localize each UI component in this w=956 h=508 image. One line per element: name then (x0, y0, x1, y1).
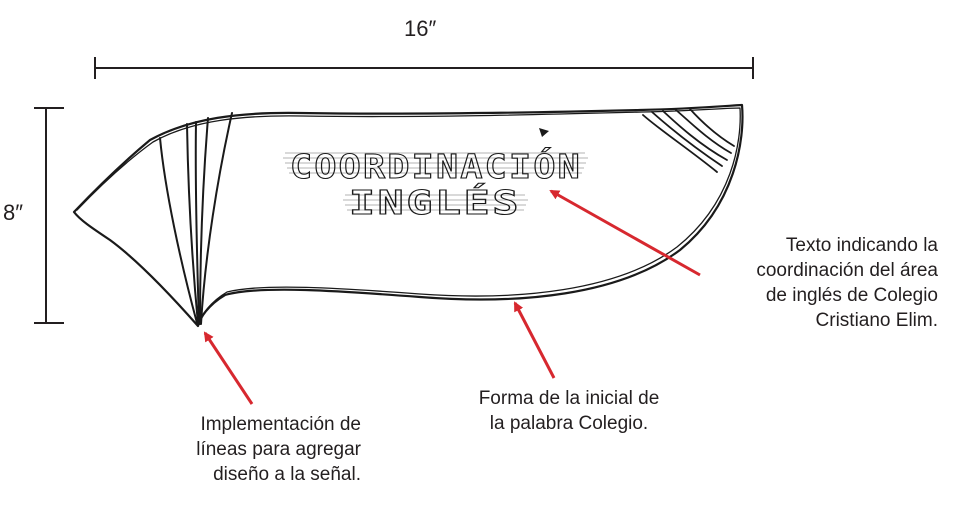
accent-mark (539, 128, 549, 137)
height-dimension-line (34, 107, 64, 324)
text-callout-line-4: Cristiano Elim. (815, 310, 938, 331)
text-callout-line-2: coordinación del área (756, 260, 938, 281)
sign-text-line-1: COORDINACIÓN (290, 146, 582, 186)
text-callout: Texto indicando la coordinación del área… (756, 233, 938, 333)
shape-callout-line-2: la palabra Colegio. (489, 413, 649, 434)
text-shading (283, 152, 588, 211)
left-decorative-lines (159, 112, 233, 325)
text-callout-line-3: de inglés de Colegio (765, 285, 938, 306)
text-callout-line-1: Texto indicando la (785, 235, 938, 256)
width-dimension-line (94, 57, 754, 79)
lines-callout-line-2: líneas para agregar (196, 439, 361, 460)
shape-callout-arrow (513, 301, 556, 379)
right-decorative-lines (642, 108, 735, 173)
shape-callout: Forma de la inicial de la palabra Colegi… (455, 386, 683, 436)
lines-callout-arrow (203, 331, 254, 405)
height-label: 8″ (3, 200, 24, 225)
callout-arrows (203, 189, 701, 405)
sign-outline (72, 103, 744, 328)
lines-callout-line-1: Implementación de (200, 414, 361, 435)
text-callout-arrow (549, 189, 701, 277)
width-label: 16″ (404, 16, 437, 41)
lines-callout-line-3: diseño a la señal. (213, 464, 361, 485)
shape-callout-line-1: Forma de la inicial de (478, 388, 660, 409)
sign-text-line-2: INGLÉS (349, 182, 521, 222)
lines-callout: Implementación de líneas para agregar di… (143, 412, 361, 487)
